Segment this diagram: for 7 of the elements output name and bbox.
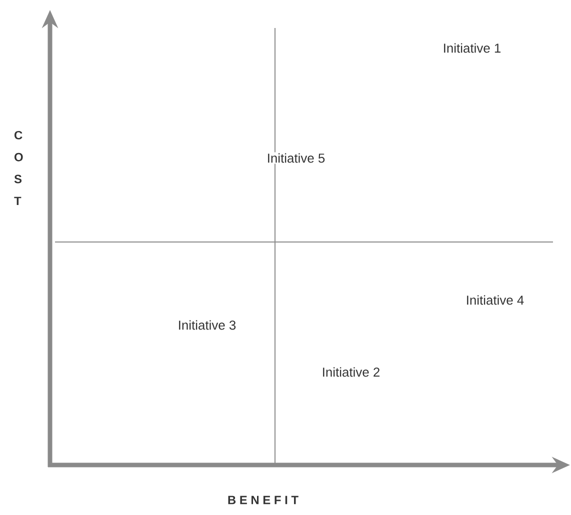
quadrant-label: Initiative 2 bbox=[320, 366, 382, 378]
quadrant-label: Initiative 4 bbox=[464, 294, 526, 306]
axis-title: C O S T bbox=[13, 130, 23, 206]
quadrant-label: Initiative 3 bbox=[176, 319, 238, 331]
quadrant-label: Initiative 1 bbox=[442, 42, 502, 54]
quadrant-label: Initiative 5 bbox=[266, 152, 326, 164]
axis-title: B E N E F I T bbox=[226, 494, 300, 506]
